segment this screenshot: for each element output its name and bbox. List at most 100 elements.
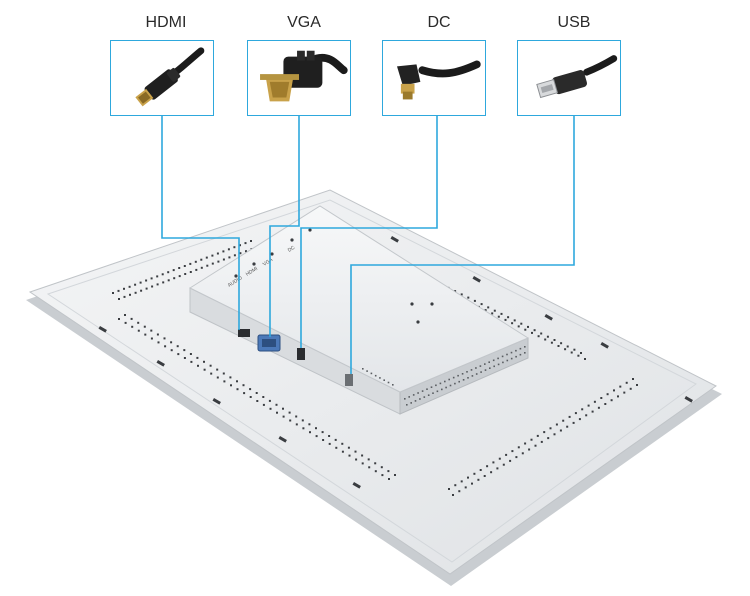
vent-hole	[255, 392, 258, 394]
vent-hole	[216, 376, 219, 379]
vent-hole	[189, 353, 192, 355]
vent-hole	[335, 446, 338, 449]
vent-hole	[511, 322, 514, 325]
vent-hole	[506, 353, 508, 356]
vent-hole	[524, 346, 526, 348]
vent-hole	[206, 264, 209, 267]
mounting-slot	[390, 236, 399, 243]
vent-hole	[444, 380, 446, 383]
vent-hole	[489, 367, 491, 369]
vent-hole	[268, 399, 271, 402]
vent-hole	[475, 373, 478, 375]
vent-hole	[143, 325, 146, 328]
vent-hole	[243, 392, 246, 395]
usb-port	[345, 374, 353, 386]
vent-hole	[584, 358, 586, 360]
vent-hole	[527, 325, 529, 328]
vent-hole	[379, 377, 381, 379]
vent-hole	[427, 394, 430, 396]
vent-hole	[493, 365, 495, 368]
vent-hole	[534, 444, 537, 447]
vent-hole	[479, 365, 482, 367]
vent-hole	[553, 433, 556, 436]
vent-hole	[315, 435, 318, 438]
mounting-slot	[98, 326, 107, 333]
vent-hole	[394, 474, 396, 476]
vent-hole	[604, 403, 607, 405]
vent-hole	[216, 368, 219, 371]
vent-hole	[244, 242, 247, 245]
vent-hole	[454, 382, 456, 385]
vent-hole	[139, 281, 142, 284]
vent-hole	[250, 240, 252, 242]
mounting-slot	[684, 395, 693, 403]
vent-hole	[439, 382, 442, 385]
vent-hole	[430, 386, 433, 388]
vent-hole	[302, 427, 305, 430]
vent-hole	[480, 371, 482, 373]
vent-hole	[537, 335, 540, 338]
vent-hole	[412, 394, 415, 396]
vent-hole	[239, 244, 241, 247]
vent-hole	[562, 419, 565, 422]
vent-hole	[517, 325, 520, 328]
vent-hole	[510, 357, 513, 360]
vent-hole	[479, 469, 482, 471]
vent-hole	[262, 396, 265, 398]
vent-hole	[124, 321, 127, 324]
vent-hole	[362, 368, 364, 370]
dc-port	[297, 348, 305, 360]
vent-hole	[249, 396, 252, 398]
vent-hole	[367, 458, 370, 461]
vent-hole	[242, 384, 245, 387]
hdmi-line	[161, 116, 240, 330]
hdmi-port-text: HDMI	[245, 266, 259, 278]
vent-hole	[491, 312, 494, 315]
vent-hole	[540, 440, 543, 443]
vent-hole	[341, 450, 344, 453]
dc-connector-box	[382, 40, 486, 116]
vent-hole	[461, 373, 464, 375]
vent-hole	[452, 376, 455, 379]
vent-hole	[387, 470, 390, 473]
vent-hole	[460, 480, 463, 483]
vent-hole	[496, 467, 499, 470]
vent-hole	[406, 404, 408, 406]
vent-hole	[520, 322, 523, 325]
vent-hole	[510, 351, 513, 354]
vent-hole	[183, 357, 186, 359]
vent-hole	[200, 258, 203, 261]
vent-hole	[467, 377, 469, 379]
vent-hole	[502, 463, 505, 466]
vent-hole	[432, 392, 434, 394]
vent-hole	[315, 427, 317, 430]
vent-hole	[423, 396, 426, 398]
vent-hole	[156, 333, 159, 336]
vent-hole	[151, 285, 154, 288]
vent-hole	[625, 381, 628, 384]
vent-hole	[591, 410, 594, 413]
vga-line	[269, 116, 300, 337]
vent-hole	[460, 293, 463, 296]
vent-hole	[347, 446, 350, 449]
vent-hole	[484, 309, 487, 312]
vent-hole	[368, 466, 371, 469]
vent-hole	[123, 287, 125, 290]
vent-hole	[573, 348, 576, 351]
hdmi-cable-icon	[135, 47, 205, 107]
vent-hole	[157, 341, 160, 344]
vent-hole	[134, 283, 137, 286]
vent-hole	[150, 277, 153, 280]
vent-hole	[471, 375, 474, 377]
vent-hole	[354, 450, 357, 453]
vent-hole	[480, 303, 483, 306]
vent-hole	[500, 312, 503, 315]
vent-hole	[156, 283, 159, 286]
vent-hole	[172, 269, 175, 272]
vent-hole	[211, 262, 214, 265]
vent-hole	[547, 437, 550, 440]
mounting-slot	[472, 276, 481, 283]
vent-hole	[493, 309, 496, 312]
vent-hole	[124, 314, 126, 316]
vent-hole	[117, 289, 120, 292]
